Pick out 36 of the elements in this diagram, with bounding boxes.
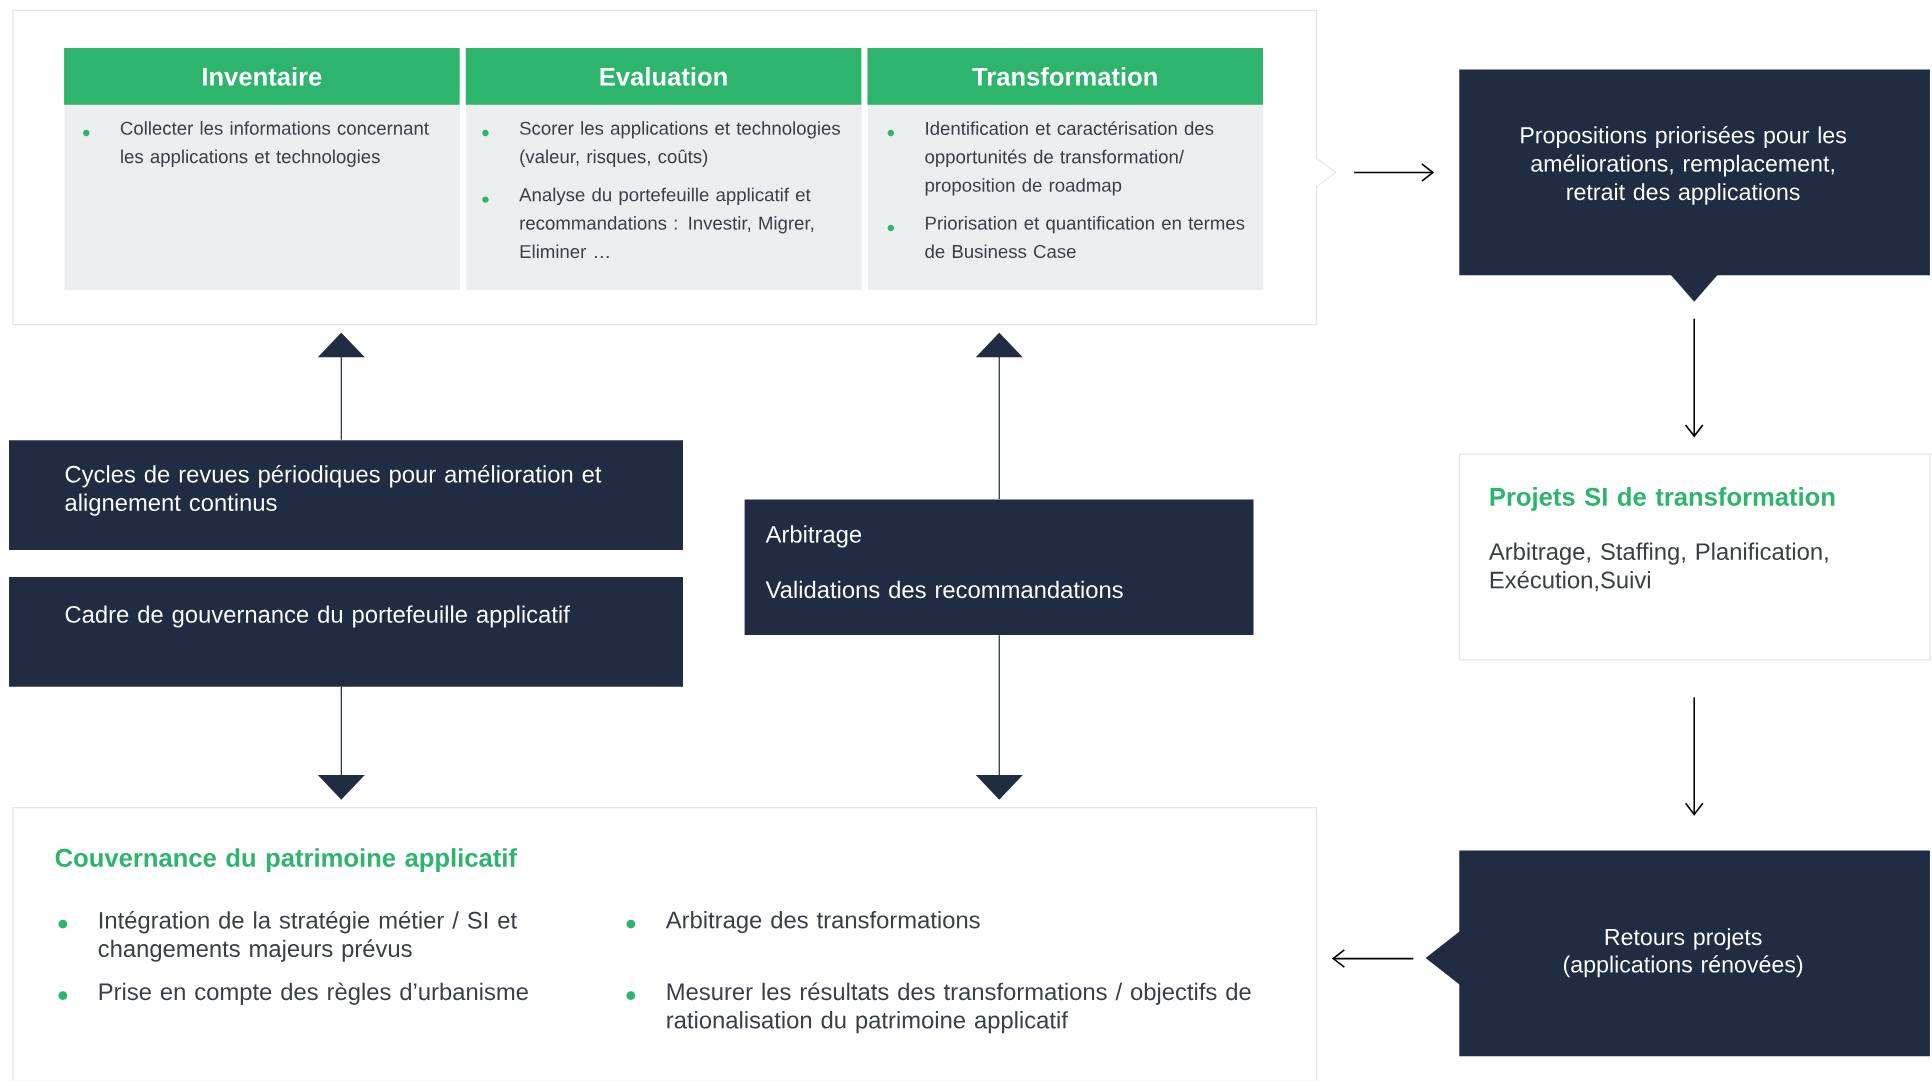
process-box <box>9 577 683 687</box>
bullet-item: Scorer les applications et technologies (valeur, risques, coûts) <box>482 121 840 168</box>
card-panel <box>1458 453 1931 661</box>
bullet-item: Identification et caractérisation des opportunités de transformation/ proposition de roadmap <box>887 121 1214 196</box>
card-panel <box>12 807 1318 1081</box>
column-panel <box>64 48 460 291</box>
column-header: Inventaire <box>64 48 460 105</box>
box-text: (applications rénovées) <box>1564 955 1803 978</box>
bullet-item: Mesurer les résultats des transformations / objectifs de rationalisation du patrimoine applicatif <box>626 982 1251 1034</box>
arrow <box>1684 318 1704 438</box>
column-panel <box>867 48 1264 291</box>
box-text: Cycles de revues périodiques pour amélioration et alignement continus <box>65 465 602 516</box>
box-text: Arbitrage, Staffing, Planification, Exécution,Suivi <box>1488 542 1828 592</box>
arrow <box>1353 163 1435 183</box>
section-title: Couvernance du patrimoine applicatif <box>55 848 517 873</box>
arrow <box>1684 696 1704 816</box>
bullet-item: Priorisation et quantification en termes de Business Case <box>887 216 1245 259</box>
column-header: Transformation <box>867 48 1263 105</box>
box-text: Arbitrage <box>765 525 862 548</box>
bullet-item: Arbitrage des transformations <box>626 911 980 934</box>
box-text: Propositions priorisées pour les améliorations, remplacement, retrait des applications <box>1521 126 1846 205</box>
bullet-item: Prise en compte des règles d’urbanisme <box>58 982 528 1006</box>
section-title: Projets SI de transformation <box>1490 487 1835 512</box>
process-box <box>744 499 1254 636</box>
arrow <box>1331 949 1415 969</box>
process-box <box>1459 69 1930 303</box>
bullet-item: Collecter les informations concernant les applications et technologies <box>83 121 429 168</box>
box-text: Retours projets <box>1605 928 1762 951</box>
process-box <box>1425 850 1930 1057</box>
bullet-item: Analyse du portefeuille applicatif et recommandations : Investir, Migrer, Eliminer … <box>482 187 814 259</box>
box-text: Validations des recommandations <box>765 580 1123 599</box>
box-text: Cadre de gouvernance du portefeuille applicatif <box>65 605 570 628</box>
column-panel <box>465 48 862 291</box>
process-box <box>9 440 683 551</box>
bullet-item: Intégration de la stratégie métier / SI et changements majeurs prévus <box>58 911 517 963</box>
column-header: Evaluation <box>465 48 862 105</box>
